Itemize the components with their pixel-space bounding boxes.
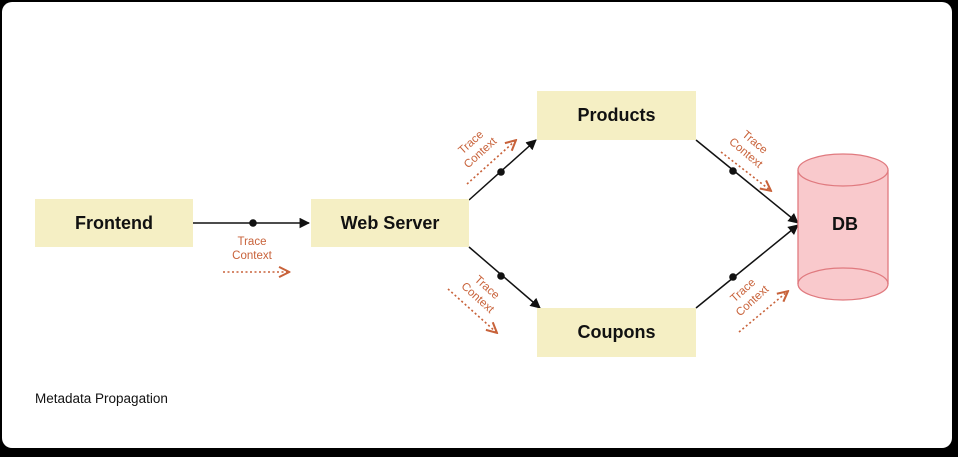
diagram-canvas: Frontend Web Server Products Coupons DB …	[2, 2, 952, 448]
edge-dot	[497, 272, 505, 280]
trace-arrow	[466, 141, 515, 185]
node-coupons-label: Coupons	[577, 322, 656, 342]
edge-products-db	[695, 139, 799, 224]
trace-context-label: Trace Context	[220, 235, 284, 263]
edge-dot	[249, 219, 257, 227]
node-web-server: Web Server	[311, 199, 469, 247]
diagram-edges	[193, 2, 889, 448]
edge-dot	[497, 168, 505, 176]
node-web-server-label: Web Server	[340, 212, 440, 233]
trace-label-line2: Context	[232, 250, 272, 262]
trace-arrow	[720, 151, 770, 190]
node-db-label: DB	[832, 214, 858, 234]
node-frontend: Frontend	[35, 199, 193, 247]
edge-dot	[729, 167, 737, 175]
diagram-caption: Metadata Propagation	[35, 391, 168, 406]
trace-label-line1: Trace	[237, 236, 267, 248]
trace-arrow	[738, 292, 787, 333]
node-products: Products	[537, 91, 696, 140]
node-coupons: Coupons	[537, 308, 696, 357]
node-frontend-label: Frontend	[75, 212, 153, 233]
node-products-label: Products	[577, 105, 656, 125]
db-cylinder-icon	[797, 153, 889, 301]
edge-webserver-coupons	[468, 246, 541, 309]
edge-coupons-db	[695, 224, 799, 309]
edge-dot	[729, 273, 737, 281]
trace-arrow	[447, 288, 496, 332]
